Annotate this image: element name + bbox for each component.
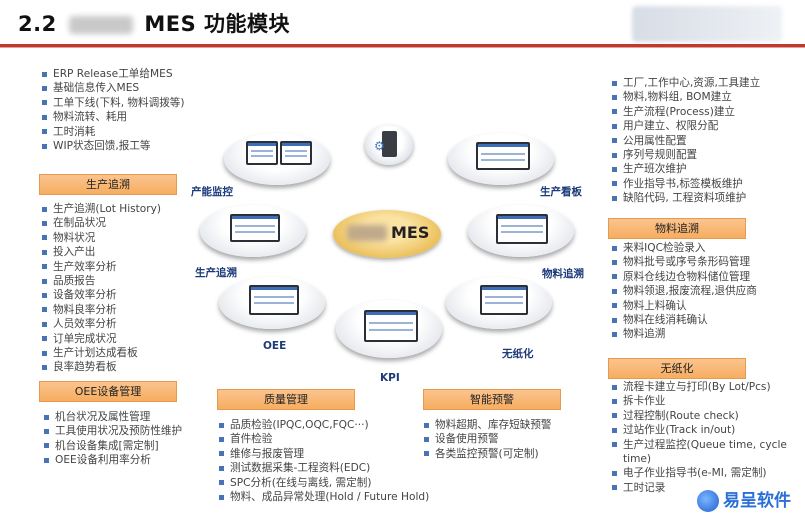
- list-item: 各类监控预警(可定制): [423, 447, 552, 461]
- list-item: 过站作业(Track in/out): [611, 423, 801, 437]
- list-item: 工厂,工作中心,资源,工具建立: [611, 76, 760, 90]
- capacity-monitor-label: 产能监控: [191, 186, 233, 198]
- page-title: 2.2 MES 功能模块: [18, 8, 290, 38]
- list-item: ERP Release工单给MES: [41, 67, 185, 81]
- paperless-label: 无纸化: [502, 348, 534, 360]
- list-item: 在制品状况: [41, 216, 161, 230]
- kpi-label: KPI: [380, 372, 400, 384]
- list-item: 物料流转、耗用: [41, 110, 185, 124]
- material-trace-label: 物料追溯: [542, 268, 584, 280]
- list-item: 测试数据采集-工程资料(EDC): [218, 461, 429, 475]
- warning-list: 物料超期、库存短缺预警 设备使用预警 各类监控预警(可定制): [423, 418, 552, 461]
- list-item: 物料领退,报废流程,退供应商: [611, 284, 757, 298]
- quality-list: 品质检验(IPQC,OQC,FQC···) 首件检验 维修与报废管理 测试数据采…: [218, 418, 429, 504]
- quality-header: 质量管理: [217, 389, 355, 410]
- list-item: 拆卡作业: [611, 394, 801, 408]
- oee-list: 机台状况及属性管理 工具使用状况及预防性维护 机台设备集成[需定制] OEE设备…: [43, 410, 182, 468]
- list-item: 来料IQC检验录入: [611, 241, 757, 255]
- kpi-disc: [336, 300, 442, 358]
- list-item: 物料超期、库存短缺预警: [423, 418, 552, 432]
- title-divider-light: [0, 47, 805, 48]
- material-header: 物料追溯: [608, 218, 746, 239]
- list-item: 投入产出: [41, 245, 161, 259]
- list-item: 工具使用状况及预防性维护: [43, 424, 182, 438]
- list-item: 生产流程(Process)建立: [611, 105, 760, 119]
- paperless-list: 流程卡建立与打印(By Lot/Pcs) 拆卡作业 过程控制(Route che…: [611, 380, 801, 495]
- list-item: 过程控制(Route check): [611, 409, 801, 423]
- list-item: 机台设备集成[需定制]: [43, 439, 182, 453]
- list-item: 物料状况: [41, 231, 161, 245]
- list-item: 良率趋势看板: [41, 360, 161, 374]
- production-trace-disc: [200, 205, 306, 257]
- list-item: 工时消耗: [41, 125, 185, 139]
- list-item: SPC分析(在线与离线, 需定制): [218, 476, 429, 490]
- list-item: 生产计划达成看板: [41, 346, 161, 360]
- redacted-logo: [68, 16, 133, 34]
- list-item: 作业指导书,标签模板维护: [611, 177, 760, 191]
- production-board-label: 生产看板: [540, 186, 582, 198]
- list-item: 流程卡建立与打印(By Lot/Pcs): [611, 380, 801, 394]
- list-item: 物料批号或序号条形码管理: [611, 255, 757, 269]
- list-item: 品质检验(IPQC,OQC,FQC···): [218, 418, 429, 432]
- list-item: 人员效率分析: [41, 317, 161, 331]
- list-item: 生产追溯(Lot History): [41, 202, 161, 216]
- list-item: 用户建立、权限分配: [611, 119, 760, 133]
- list-item: 品质报告: [41, 274, 161, 288]
- brand-watermark: 易呈软件: [697, 486, 791, 512]
- redacted-logo: [347, 225, 387, 241]
- list-item: 设备使用预警: [423, 432, 552, 446]
- list-item: 物料,物料组, BOM建立: [611, 90, 760, 104]
- list-item: 原料仓线边仓物料储位管理: [611, 270, 757, 284]
- list-item: 基础信息传入MES: [41, 81, 185, 95]
- trace-list: 生产追溯(Lot History) 在制品状况 物料状况 投入产出 生产效率分析…: [41, 202, 161, 375]
- oee-label: OEE: [263, 340, 287, 352]
- paperless-header: 无纸化: [608, 358, 746, 379]
- erp-integration-list: ERP Release工单给MES 基础信息传入MES 工单下线(下料, 物料调…: [41, 67, 185, 153]
- production-trace-label: 生产追溯: [195, 267, 237, 279]
- list-item: 生产班次维护: [611, 162, 760, 176]
- list-item: 机台状况及属性管理: [43, 410, 182, 424]
- mes-center-label: MES: [391, 223, 430, 242]
- material-trace-disc: [468, 205, 574, 257]
- company-logo: [632, 6, 782, 42]
- list-item: 物料、成品异常处理(Hold / Future Hold): [218, 490, 429, 504]
- list-item: WIP状态回馈,报工等: [41, 139, 185, 153]
- list-item: 电子作业指导书(e-MI, 需定制): [611, 466, 801, 480]
- brand-name: 易呈软件: [723, 491, 791, 511]
- list-item: 公用属性配置: [611, 134, 760, 148]
- list-item: 工时记录: [611, 481, 801, 495]
- trace-header: 生产追溯: [39, 174, 177, 195]
- warning-header: 智能预警: [423, 389, 561, 410]
- brand-logo-icon: [697, 490, 719, 512]
- list-item: 生产效率分析: [41, 260, 161, 274]
- title-prefix: 2.2: [18, 12, 57, 36]
- material-list: 来料IQC检验录入 物料批号或序号条形码管理 原料仓线边仓物料储位管理 物料领退…: [611, 241, 757, 342]
- list-item: 物料追溯: [611, 327, 757, 341]
- oee-disc: [219, 277, 325, 329]
- config-list: 工厂,工作中心,资源,工具建立 物料,物料组, BOM建立 生产流程(Proce…: [611, 76, 760, 206]
- list-item: 订单完成状况: [41, 332, 161, 346]
- list-item: 缺陷代码, 工程资料项维护: [611, 191, 760, 205]
- title-divider: [0, 44, 805, 47]
- list-item: 首件检验: [218, 432, 429, 446]
- list-item: 维修与报废管理: [218, 447, 429, 461]
- paperless-disc: [446, 277, 552, 329]
- list-item: 生产过程监控(Queue time, cycle time): [611, 438, 801, 467]
- title-suffix: MES 功能模块: [144, 12, 291, 36]
- production-board-disc: [448, 133, 554, 185]
- list-item: 物料良率分析: [41, 303, 161, 317]
- list-item: 序列号规则配置: [611, 148, 760, 162]
- capacity-monitor-disc: [224, 133, 330, 185]
- list-item: OEE设备利用率分析: [43, 453, 182, 467]
- list-item: 物料在线消耗确认: [611, 313, 757, 327]
- mes-center-disc: MES: [333, 210, 441, 258]
- list-item: 设备效率分析: [41, 288, 161, 302]
- oee-header: OEE设备管理: [39, 381, 177, 402]
- list-item: 物料上料确认: [611, 299, 757, 313]
- list-item: 工单下线(下料, 物料调拨等): [41, 96, 185, 110]
- server-icon: ⚙: [365, 125, 413, 165]
